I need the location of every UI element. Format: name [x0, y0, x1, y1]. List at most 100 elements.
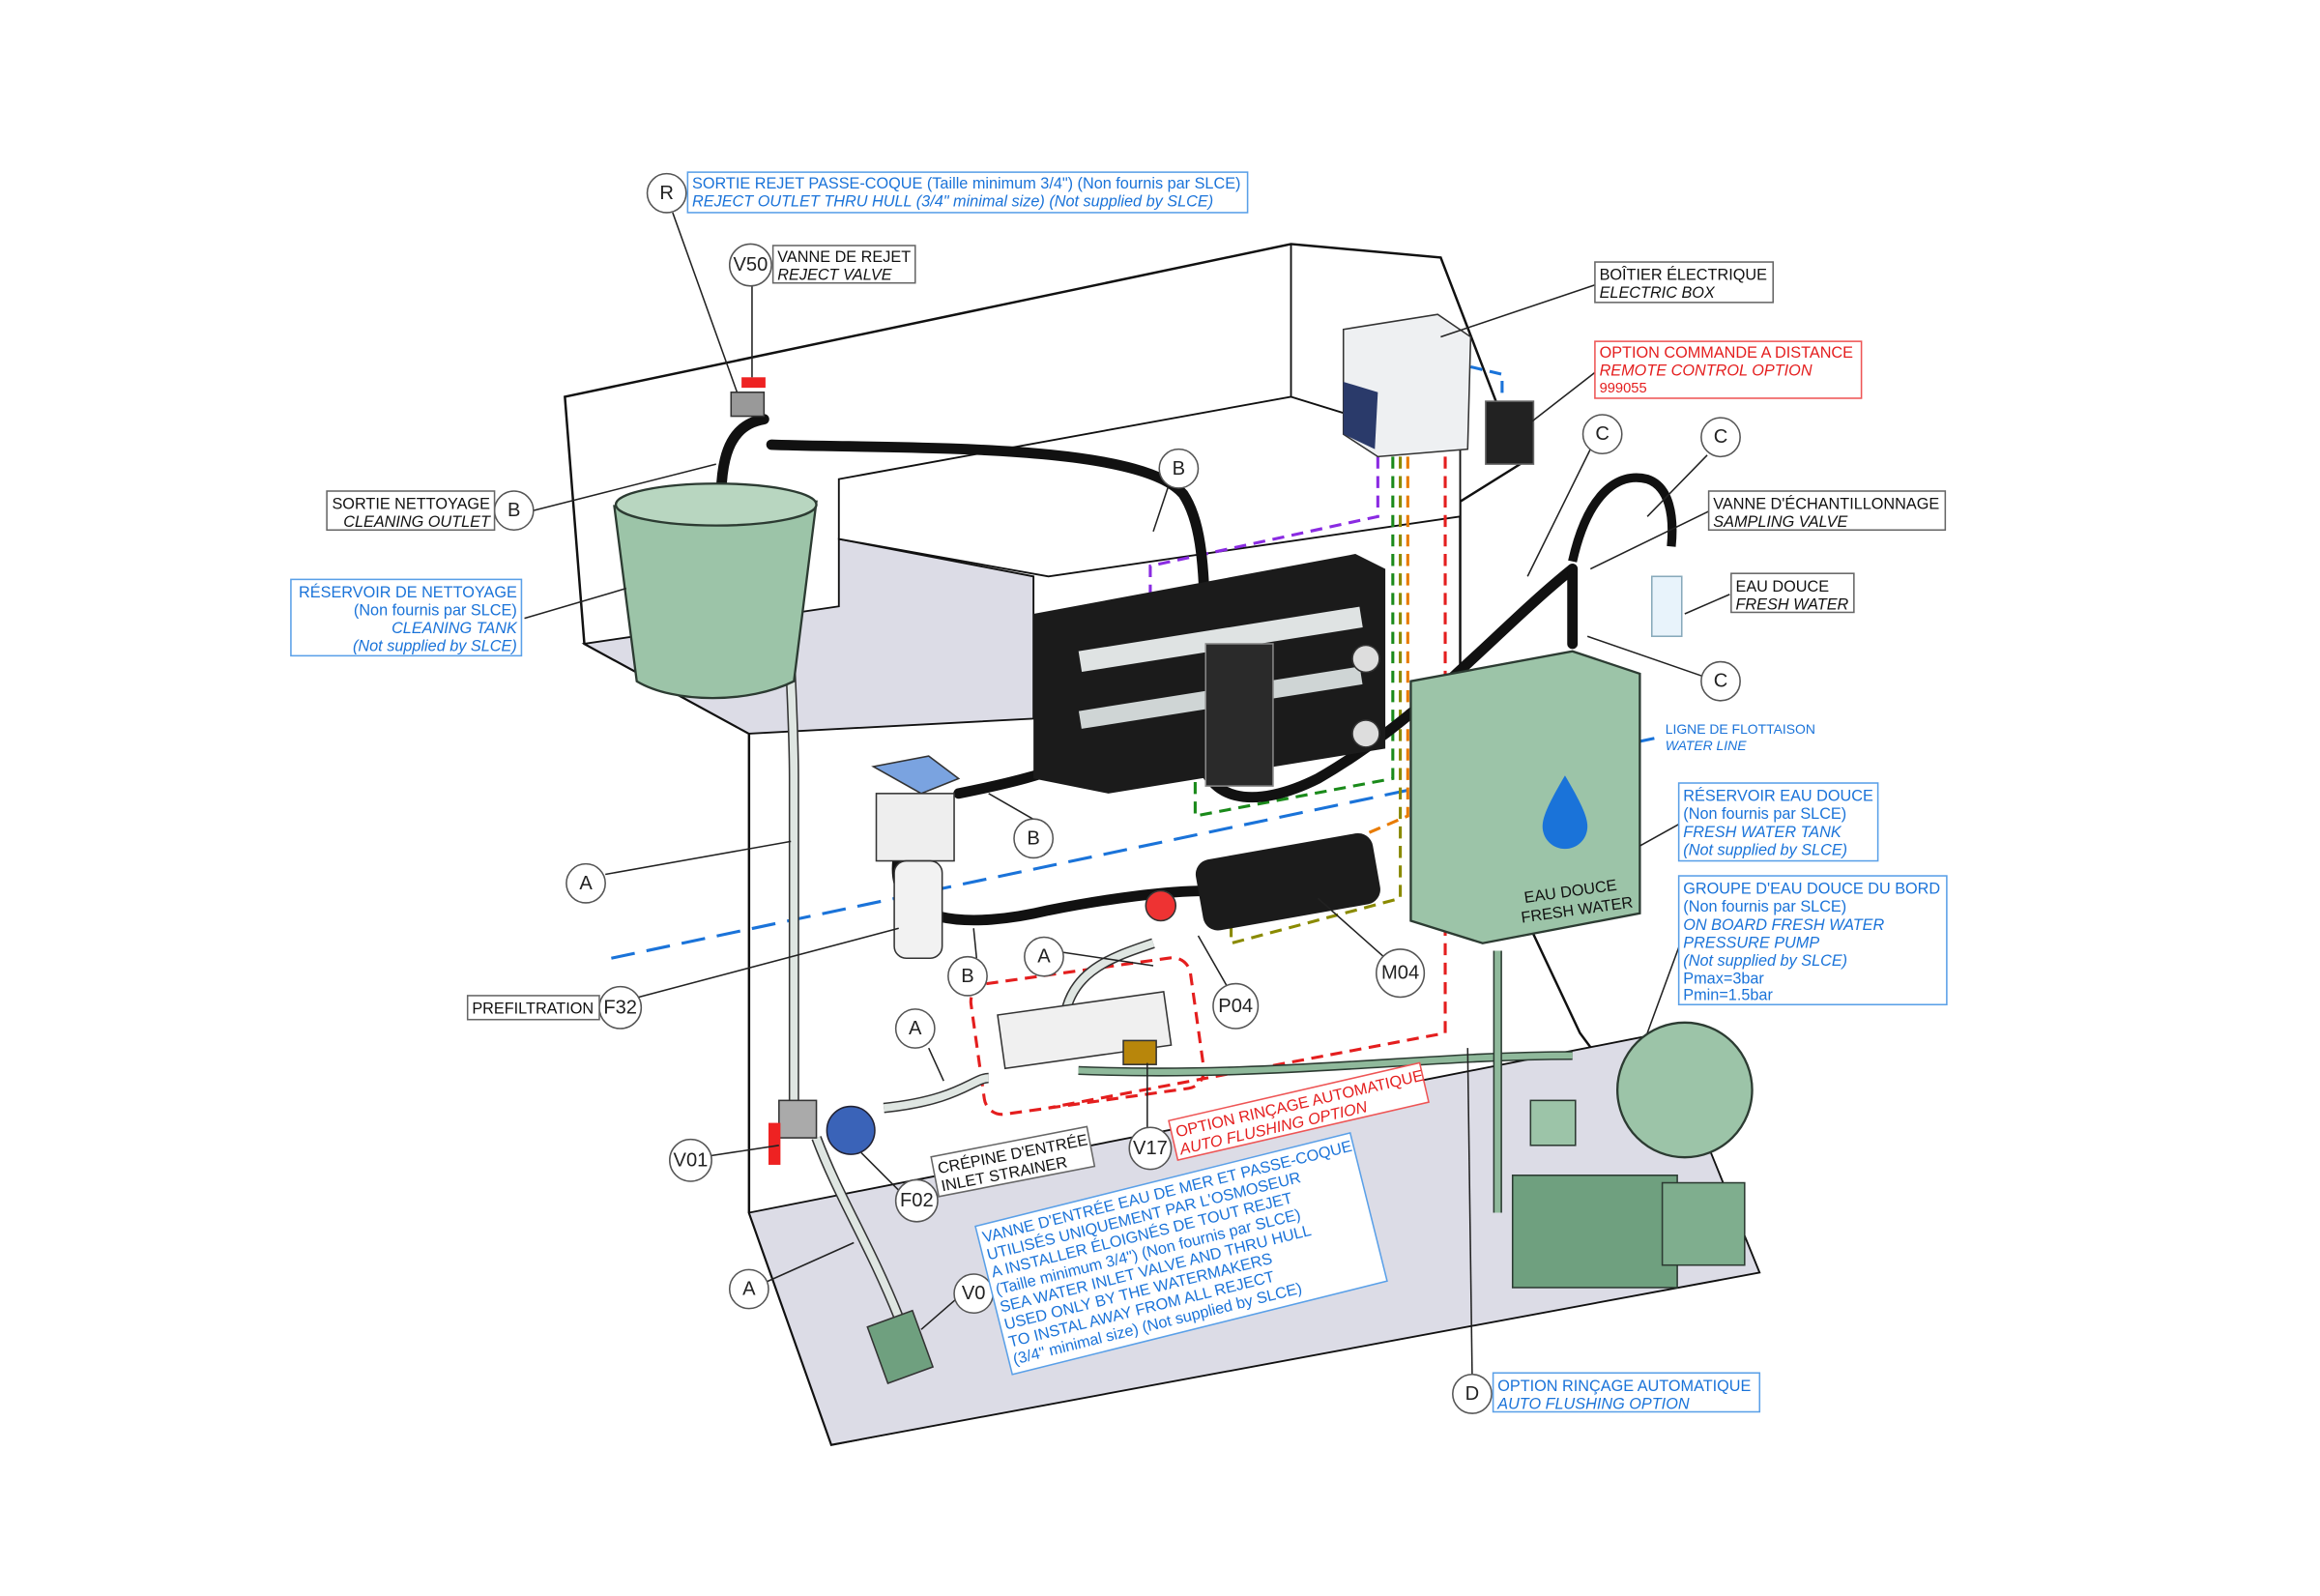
label-prefiltration-part — [466, 995, 600, 1021]
callout-B-cleaning-outlet: B — [493, 490, 535, 532]
leader-lines-part — [920, 1298, 957, 1330]
label-fresh-water-tank-part: (Non fournis par SLCE) — [1683, 805, 1846, 823]
leader-lines-part — [1589, 509, 1711, 570]
label-cleaning-tank-part: RÉSERVOIR DE NETTOYAGE — [299, 583, 517, 601]
callout-V50-part — [728, 243, 772, 287]
callout-A-pump: A — [1024, 936, 1064, 977]
label-auto-flushing-d-part — [1492, 1372, 1761, 1413]
label-reject-outlet-part: REJECT OUTLET THRU HULL (3/4" minimal si… — [692, 193, 1213, 211]
label-auto-flushing-v17-part — [1168, 1061, 1430, 1161]
leader-lines-part — [1646, 454, 1708, 517]
label-cleaning-outlet-part: CLEANING OUTLET — [343, 513, 491, 531]
callout-B-top: B — [1158, 448, 1200, 489]
callout-V50: V50 — [728, 243, 772, 287]
callout-V17-part — [1128, 1126, 1173, 1171]
label-reject-outlet: SORTIE REJET PASSE-COQUE (Taille minimum… — [686, 171, 1249, 214]
label-remote-control: OPTION COMMANDE A DISTANCE REMOTE CONTRO… — [1594, 340, 1863, 399]
callout-B-top-part — [1158, 448, 1200, 489]
callout-M04-part: M04 — [1381, 963, 1419, 984]
leader-lines-part — [533, 463, 716, 511]
label-pressure-pump-part: (Non fournis par SLCE) — [1683, 898, 1846, 915]
leader-lines — [524, 212, 1730, 1375]
callout-C-3: C — [1700, 660, 1741, 702]
callout-V17: V17 — [1128, 1126, 1173, 1171]
label-remote-control-part: 999055 — [1600, 381, 1647, 396]
prefilter — [871, 755, 961, 959]
label-auto-flushing-d-part: OPTION RINÇAGE AUTOMATIQUE — [1497, 1378, 1751, 1395]
label-auto-flushing-d: OPTION RINÇAGE AUTOMATIQUE AUTO FLUSHING… — [1492, 1372, 1761, 1413]
label-electric-box-part: BOÎTIER ÉLECTRIQUE — [1600, 266, 1768, 284]
label-remote-control-part — [1594, 340, 1863, 399]
callout-A-pump-part — [1024, 936, 1064, 977]
electrical-wires-part — [1354, 456, 1409, 840]
callout-B-filter: B — [1013, 818, 1055, 859]
label-fresh-water-tank-part: (Not supplied by SLCE) — [1683, 841, 1847, 858]
callout-P04-part: P04 — [1218, 996, 1253, 1017]
callout-A-pump-part: A — [1037, 946, 1051, 968]
callout-F02-part: F02 — [900, 1190, 934, 1211]
label-pressure-pump: GROUPE D'EAU DOUCE DU BORD (Non fournis … — [1677, 875, 1948, 1006]
label-pressure-pump-part: Pmin=1.5bar — [1683, 987, 1773, 1004]
label-remote-control-part: REMOTE CONTROL OPTION — [1600, 363, 1812, 380]
boost-pump-motor-part — [1145, 889, 1177, 922]
callout-B-bottom-part: B — [961, 966, 973, 987]
flushing-valve — [997, 991, 1173, 1070]
leader-lines-part — [928, 1047, 944, 1082]
callout-D: D — [1452, 1374, 1493, 1414]
callout-B-filter-part — [1013, 818, 1055, 859]
label-water-line-part: WATER LINE — [1666, 738, 1748, 753]
label-inlet-valve-part — [974, 1131, 1388, 1376]
callout-C-2-part: C — [1714, 426, 1728, 448]
label-cleaning-tank-part — [290, 578, 523, 657]
callout-A-strainer-part: A — [909, 1018, 922, 1039]
callout-A-left-part — [566, 862, 606, 904]
electrical-wires-part — [969, 956, 1206, 1117]
callout-V0-part: V0 — [962, 1283, 986, 1304]
callout-A-left-part: A — [579, 873, 593, 894]
leader-lines-part — [1440, 283, 1597, 338]
pipes-part — [1568, 473, 1677, 563]
callout-A-bottom-part — [728, 1268, 769, 1310]
label-remote-control-part: OPTION COMMANDE A DISTANCE — [1600, 344, 1854, 362]
label-reject-valve: VANNE DE REJET REJECT VALVE — [771, 245, 916, 284]
electrical-wires-part — [1193, 456, 1395, 818]
callout-A-strainer: A — [894, 1008, 936, 1049]
watermaker-unit-part — [1351, 644, 1380, 674]
watermaker-unit-part — [1351, 719, 1380, 748]
callout-F32: F32 — [598, 985, 643, 1030]
fresh-water-tank: EAU DOUCE FRESH WATER — [1409, 650, 1641, 944]
callout-R-part: R — [659, 183, 674, 204]
label-pressure-pump-part: Pmax=3bar — [1683, 971, 1764, 988]
pressure-pump-part — [1529, 1099, 1577, 1146]
callout-C-1-part: C — [1595, 423, 1610, 445]
callout-C-1-part — [1581, 414, 1623, 455]
label-cleaning-tank-part: (Not supplied by SLCE) — [353, 638, 517, 655]
callout-F32-part: F32 — [603, 997, 637, 1018]
leader-lines-part — [1639, 823, 1681, 847]
boost-pump-motor — [1145, 832, 1380, 931]
pressure-pump-part — [1661, 1181, 1746, 1266]
leader-lines-part — [1526, 449, 1591, 577]
label-electric-box: BOÎTIER ÉLECTRIQUE ELECTRIC BOX — [1594, 261, 1775, 304]
label-fresh-water-tank: RÉSERVOIR EAU DOUCE (Non fournis par SLC… — [1677, 782, 1879, 862]
label-cleaning-tank-part: CLEANING TANK — [392, 620, 518, 637]
callout-V50-part: V50 — [734, 254, 768, 276]
callout-M04-part — [1376, 948, 1426, 999]
valves-part — [866, 1309, 935, 1384]
valves-part — [741, 377, 766, 389]
cleaning-bucket-part — [614, 482, 818, 527]
pressure-pump-part — [1511, 1175, 1678, 1289]
leader-lines-part — [710, 1145, 779, 1157]
label-fresh-water-tank-part: RÉSERVOIR EAU DOUCE — [1683, 787, 1873, 805]
label-sampling-valve: VANNE D'ÉCHANTILLONNAGE SAMPLING VALVE — [1707, 490, 1947, 531]
callout-P04: P04 — [1212, 982, 1260, 1030]
callout-V0: V0 — [953, 1273, 995, 1315]
leader-lines-part — [672, 212, 739, 393]
fresh-water-glass-part — [1651, 575, 1683, 638]
leader-lines-part — [1152, 486, 1170, 533]
label-pressure-pump-part: PRESSURE PUMP — [1683, 934, 1819, 951]
valves-part — [730, 392, 766, 418]
callout-M04: M04 — [1376, 948, 1426, 999]
callout-R-part — [646, 172, 687, 214]
label-auto-flushing-d-part: AUTO FLUSHING OPTION — [1496, 1395, 1690, 1412]
